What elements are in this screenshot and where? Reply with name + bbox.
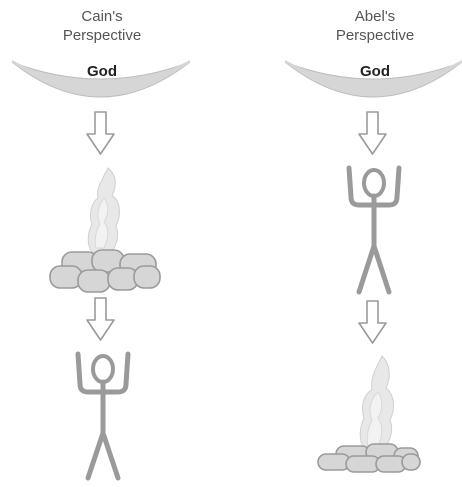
cain-heading-line2: Perspective [62,27,142,44]
abel-down-arrow-icon-2 [358,300,387,344]
abel-stone-altar-icon [317,443,421,473]
abel-heading-line2: Perspective [335,27,415,44]
cain-stick-figure-icon [75,351,131,481]
cain-down-arrow-icon-1 [86,111,115,155]
cain-god-label: God [87,63,117,80]
cain-stone-altar-icon [49,249,161,293]
abel-down-arrow-icon-1 [358,111,387,155]
abel-heading: Abel's Perspective [315,7,435,45]
abel-stick-figure-icon [346,165,402,295]
cain-down-arrow-icon-2 [86,297,115,341]
abel-heading-line1: Abel's [354,8,396,25]
cain-god-bowl [11,61,191,98]
abel-god-bowl-rim [285,60,462,95]
cain-god-bowl-rim [12,60,190,95]
cain-flame-icon [87,167,120,253]
abel-flame-icon [359,355,394,449]
cain-heading: Cain's Perspective [42,7,162,45]
abel-god-label: God [360,63,390,80]
cain-heading-line1: Cain's [81,8,123,25]
